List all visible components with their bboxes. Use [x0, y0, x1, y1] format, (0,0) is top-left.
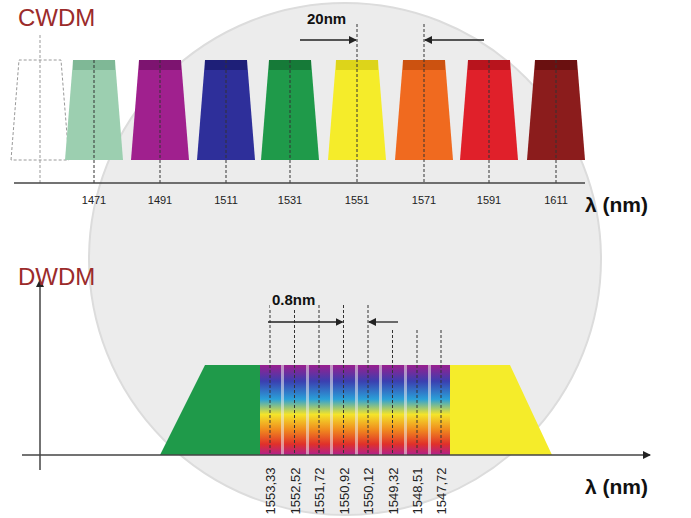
wavelength-tick: 1548,51	[411, 468, 424, 515]
spacing-label: 0.8nm	[270, 291, 317, 308]
wavelength-tick: 1491	[148, 195, 172, 206]
wavelength-tick: 1552,52	[288, 468, 301, 515]
wavelength-tick: 1550,92	[337, 468, 350, 515]
wavelength-tick: 1511	[214, 195, 238, 206]
spacing-label: 20nm	[305, 10, 348, 27]
section-title: CWDM	[18, 6, 95, 30]
section-title: DWDM	[18, 265, 95, 289]
wavelength-tick: 1591	[477, 195, 501, 206]
wavelength-tick: 1611	[544, 195, 568, 206]
wavelength-tick: 1471	[82, 195, 106, 206]
wavelength-tick: 1571	[412, 195, 436, 206]
wavelength-tick: 1547,72	[435, 468, 448, 515]
wavelength-tick: 1551	[345, 195, 369, 206]
wavelength-tick: 1553,33	[264, 468, 277, 515]
wavelength-tick: 1550,12	[362, 468, 375, 515]
wavelength-tick: 1549,32	[386, 468, 399, 515]
axis-label: λ (nm)	[585, 476, 648, 497]
wavelength-tick: 1551,72	[313, 468, 326, 515]
axis-label: λ (nm)	[585, 194, 648, 215]
wavelength-tick: 1531	[278, 195, 302, 206]
